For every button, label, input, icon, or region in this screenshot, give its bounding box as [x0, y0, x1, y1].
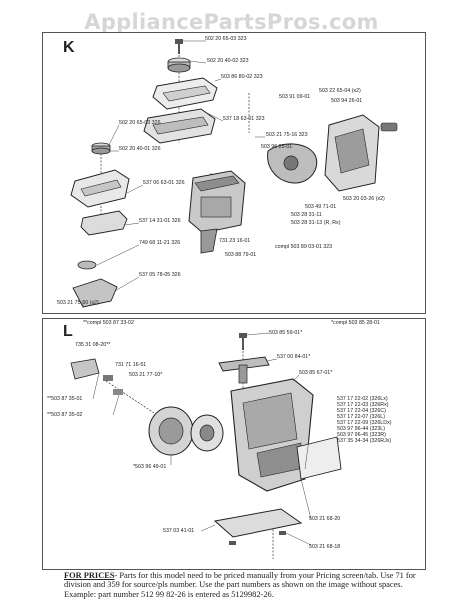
compl-assembly-label: **compl 503 87 33-02	[83, 320, 134, 326]
part-number-label: 503 49 71-01	[305, 204, 337, 210]
panel-k-label: K	[63, 39, 75, 56]
part-number-label: 503 91 09-01	[279, 94, 311, 100]
part-number-label: 503 21 68-20	[309, 516, 341, 522]
part-number-label: 537 17 22-03 (326Rx)	[337, 402, 389, 408]
part-number-label: 537 00 84-01*	[277, 354, 311, 360]
compl-assembly-label: *compl 503 85 28-01	[331, 320, 380, 326]
part-number-label: 537 06 63-01 326	[143, 180, 185, 186]
part-number-label: 502 20 40-02 323	[207, 58, 249, 64]
part-number-label: 503 94 26-01	[331, 98, 363, 104]
panel-l: L **compl 503 87 33-02 *compl 503 85 28-…	[42, 318, 426, 570]
part-number-label: **503 87 35-01	[47, 396, 83, 402]
part-number-label: 503 85 67-01*	[299, 370, 333, 376]
part-number-label: compl 503 89 03-01 323	[275, 244, 333, 250]
part-number-label: 537 18 63-01 323	[223, 116, 265, 122]
part-number-label: 502 20 65-03 326	[119, 120, 161, 126]
watermark: AppliancePartsPros.com	[84, 10, 379, 34]
part-number-label: 503 88 79-01	[225, 252, 257, 258]
part-number-label: 731 71 16-51	[115, 362, 147, 368]
pricing-note-text: - Parts for this model need to be priced…	[64, 571, 416, 599]
part-number-label: 503 86 80-02 323	[221, 74, 263, 80]
part-number-label: 537 14 31-01 326	[139, 218, 181, 224]
part-number-label: 503 21 75-16 323	[266, 132, 308, 138]
part-number-label: 503 21 75-50 (x2)	[57, 300, 99, 306]
part-number-label: 537 17 22-09 (326LDx)	[337, 420, 392, 426]
part-number-label: 503 20 03-26 (x2)	[343, 196, 385, 202]
part-number-label: 503 85 59-01*	[269, 330, 303, 336]
part-number-label: 503 21 77-10*	[129, 372, 163, 378]
part-number-label: 735 31 08-20**	[75, 342, 111, 348]
part-number-label: 503 28 31-13 (R, Rx)	[291, 220, 341, 226]
part-number-label: 502 20 40-01 326	[119, 146, 161, 152]
pricing-note-label: FOR PRICES	[64, 571, 115, 580]
part-number-label: 537 17 22-02 (326Lx)	[337, 396, 388, 402]
pricing-note: FOR PRICES- Parts for this model need to…	[64, 571, 424, 599]
carburetor-part	[188, 170, 246, 254]
part-number-label: 503 96 25-01	[261, 144, 293, 150]
panel-k: K 502 20 65-03 323 502 20 40-02 323 503 …	[42, 32, 426, 314]
part-number-label: 503 28 31-11	[291, 212, 322, 218]
part-number-label: 731 23 16-01	[219, 238, 251, 244]
part-number-label: 537 05 78-05 326	[139, 272, 181, 278]
panel-k-drawing	[70, 39, 398, 308]
panel-l-label: L	[63, 323, 73, 340]
part-number-label: 503 97 96-45 (323R)	[337, 432, 386, 438]
part-number-label: 537 35 34-34 (326RJx)	[337, 438, 392, 444]
part-number-label: **503 87 35-02	[47, 412, 83, 418]
screw-part	[175, 39, 183, 54]
knob-part	[167, 57, 191, 73]
part-number-label: 502 20 65-03 323	[205, 36, 247, 42]
part-number-label: 749 68 11-21 326	[139, 240, 181, 246]
part-number-label: 537 17 22-07 (326L)	[337, 414, 386, 420]
panel-l-drawing	[70, 332, 342, 559]
part-number-label: 503 22 65-04 (x2)	[319, 88, 361, 94]
part-number-label: 503 97 96-44 (323L)	[337, 426, 386, 432]
part-number-label: 537 03 41-01	[163, 528, 195, 534]
part-number-label: 503 21 68-18	[309, 544, 341, 550]
part-number-label: *503 96 49-01	[133, 464, 167, 470]
part-number-label: 537 17 22-04 (326C)	[337, 408, 386, 414]
